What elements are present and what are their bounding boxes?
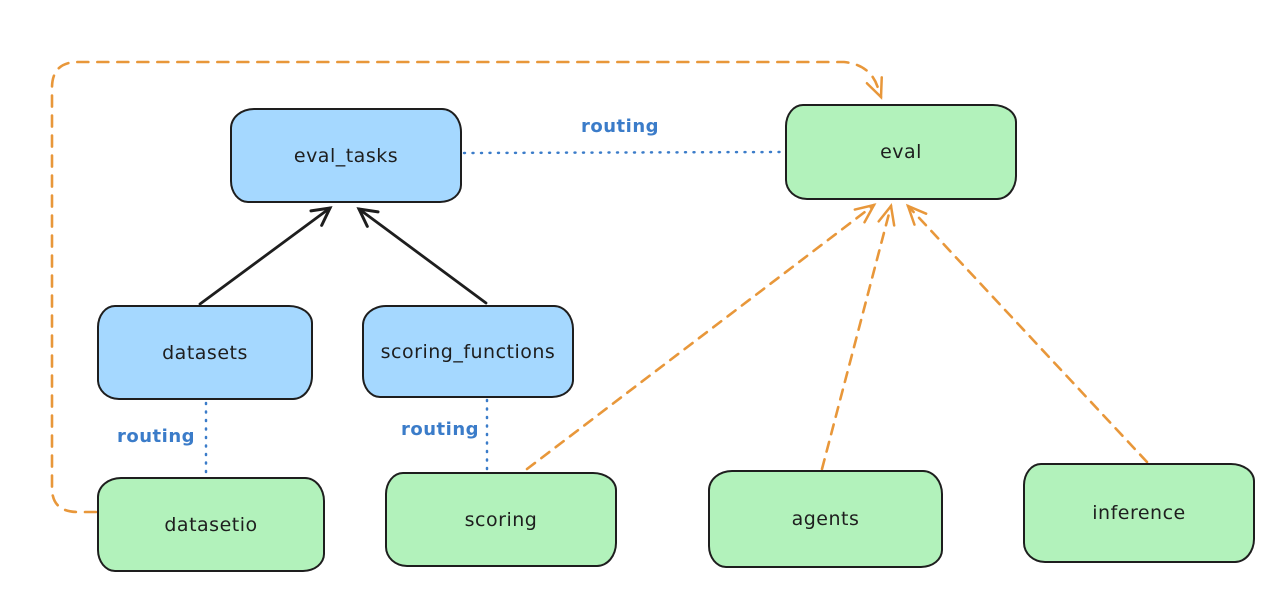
node-scoring-functions: scoring_functions (362, 305, 574, 398)
node-agents-label: agents (791, 508, 860, 530)
node-datasetio: datasetio (97, 477, 325, 572)
node-agents: agents (708, 470, 943, 568)
node-datasets: datasets (97, 305, 313, 400)
node-scoring: scoring (385, 472, 617, 567)
node-eval: eval (785, 104, 1017, 200)
edge-scoring-eval (525, 203, 877, 471)
node-inference: inference (1023, 463, 1255, 563)
edge-label-routing-scoring-functions-scoring: routing (400, 419, 480, 440)
node-scoring-functions-label: scoring_functions (380, 340, 556, 363)
node-eval-tasks-label: eval_tasks (293, 144, 399, 167)
edge-scoring-functions-eval-tasks (359, 209, 488, 305)
node-datasetio-label: datasetio (164, 513, 258, 536)
node-eval-tasks: eval_tasks (230, 108, 462, 203)
node-scoring-label: scoring (464, 508, 538, 531)
node-inference-label: inference (1092, 502, 1186, 524)
node-datasets-label: datasets (162, 341, 248, 364)
edge-agents-eval (820, 203, 896, 471)
edge-label-routing-datasets-datasetio: routing (116, 426, 196, 447)
edge-inference-eval (905, 203, 1149, 464)
edge-eval-tasks-eval (462, 150, 785, 155)
edge-datasetio-eval (50, 60, 883, 514)
edge-label-routing-eval-tasks-eval: routing (580, 116, 660, 137)
edge-datasets-eval-tasks (198, 208, 330, 306)
node-eval-label: eval (880, 141, 922, 163)
